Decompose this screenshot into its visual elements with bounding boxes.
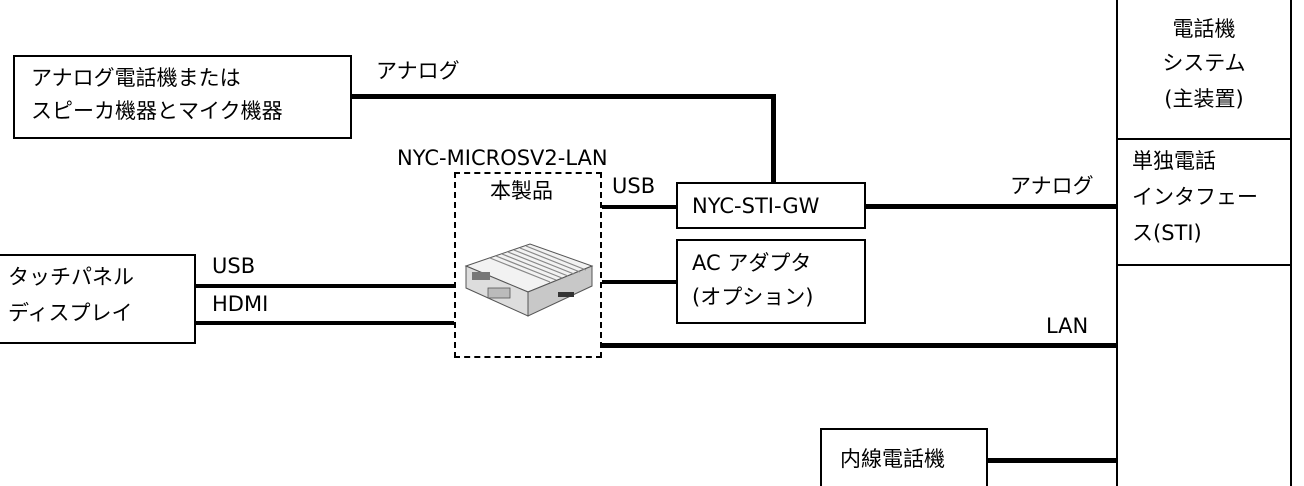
- usb-gw-line: [602, 205, 676, 209]
- extension-phone-box: 内線電話機: [820, 428, 988, 486]
- lan-label: LAN: [1046, 314, 1089, 338]
- sti-interface-line3: ス(STI): [1132, 221, 1202, 245]
- usb-label-display: USB: [212, 254, 256, 278]
- lan-line: [602, 343, 1118, 348]
- product-device-icon: [464, 243, 594, 317]
- touch-display-line2: ディスプレイ: [8, 301, 133, 325]
- analog-label-top: アナログ: [376, 59, 460, 83]
- touch-display-box: タッチパネル ディスプレイ: [0, 254, 196, 344]
- analog-label-right: アナログ: [1010, 174, 1094, 198]
- phone-system-line3: (主装置): [1164, 87, 1244, 111]
- analog-line-vertical: [771, 94, 776, 182]
- sti-interface-line2: インタフェー: [1132, 185, 1258, 209]
- ac-adapter-line2: (オプション): [692, 285, 814, 309]
- sti-interface-box: 単独電話 インタフェー ス(STI): [1116, 138, 1292, 266]
- hdmi-label: HDMI: [212, 292, 269, 316]
- product-model-label: NYC-MICROSV2-LAN: [397, 146, 608, 170]
- product-outline: 本製品: [454, 172, 602, 358]
- analog-line-horizontal: [350, 94, 776, 99]
- extension-line: [986, 458, 1118, 463]
- phone-system-line2: システム: [1162, 51, 1246, 75]
- gw-sti-line: [866, 204, 1118, 209]
- hdmi-line: [195, 321, 454, 325]
- touch-display-line1: タッチパネル: [8, 265, 134, 289]
- analog-device-box: アナログ電話機または スピーカ機器とマイク機器: [13, 55, 352, 139]
- usb-label-gw: USB: [612, 174, 656, 198]
- gateway-box: NYC-STI-GW: [676, 182, 866, 229]
- analog-device-line2: スピーカ機器とマイク機器: [31, 99, 283, 123]
- sti-interface-line1: 単独電話: [1132, 149, 1216, 173]
- ac-adapter-line: [602, 280, 676, 284]
- ac-adapter-line1: AC アダプタ: [692, 251, 812, 275]
- usb-display-line: [195, 284, 454, 288]
- gateway-label: NYC-STI-GW: [692, 194, 820, 218]
- analog-device-line1: アナログ電話機または: [31, 66, 241, 90]
- phone-system-line1: 電話機: [1172, 17, 1236, 41]
- extension-phone-label: 内線電話機: [840, 447, 945, 471]
- ac-adapter-box: AC アダプタ (オプション): [676, 239, 866, 324]
- product-name: 本製品: [490, 179, 553, 203]
